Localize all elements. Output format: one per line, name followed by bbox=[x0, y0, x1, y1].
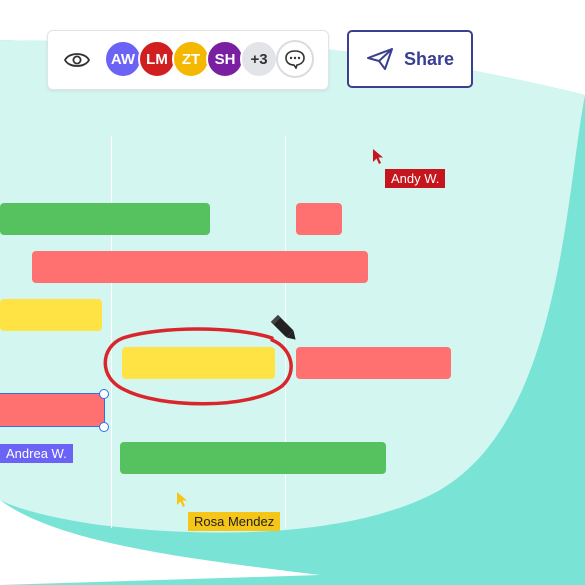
avatar[interactable]: ZT bbox=[172, 40, 210, 78]
cursor-label-rosa: Rosa Mendez bbox=[188, 512, 281, 531]
selection-handle[interactable] bbox=[99, 389, 109, 399]
eye-icon[interactable] bbox=[64, 49, 90, 71]
avatar[interactable]: SH bbox=[206, 40, 244, 78]
avatar[interactable]: AW bbox=[104, 40, 142, 78]
more-collaborators-badge[interactable]: +3 bbox=[240, 40, 278, 78]
share-button[interactable]: Share bbox=[347, 30, 473, 88]
paper-plane-icon bbox=[366, 48, 393, 70]
cursor-label-andrea: Andrea W. bbox=[0, 444, 73, 463]
background-blob-light bbox=[0, 40, 585, 533]
pencil-icon bbox=[270, 314, 296, 340]
avatar[interactable]: LM bbox=[138, 40, 176, 78]
timeline-gridline bbox=[111, 136, 112, 528]
gantt-bar-selected[interactable] bbox=[0, 393, 105, 427]
gantt-bar[interactable] bbox=[0, 299, 102, 331]
comment-bubble-icon bbox=[285, 50, 305, 69]
gantt-bar[interactable] bbox=[296, 347, 451, 379]
gantt-bar[interactable] bbox=[120, 442, 386, 474]
gantt-bar[interactable] bbox=[122, 347, 275, 379]
comment-button[interactable] bbox=[276, 40, 314, 78]
cursor-arrow-icon bbox=[373, 149, 383, 164]
cursor-arrow-icon bbox=[177, 492, 187, 507]
selection-handle[interactable] bbox=[99, 422, 109, 432]
cursor-label-andy: Andy W. bbox=[385, 169, 446, 188]
gantt-bar[interactable] bbox=[32, 251, 368, 283]
collaborators-toolbar: AW LM ZT SH +3 bbox=[47, 30, 329, 90]
gantt-bar[interactable] bbox=[296, 203, 342, 235]
share-button-label: Share bbox=[403, 48, 455, 69]
gantt-bar[interactable] bbox=[0, 203, 210, 235]
